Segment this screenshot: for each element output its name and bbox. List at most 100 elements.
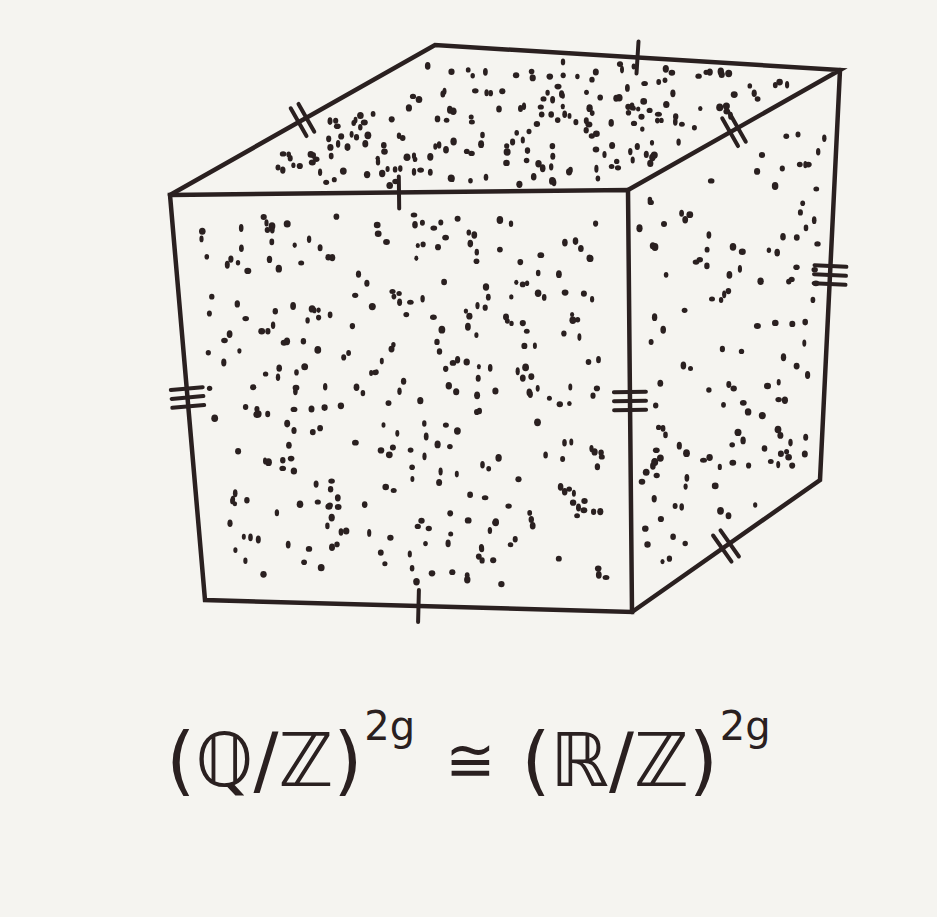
dot	[631, 121, 637, 126]
dot	[416, 96, 423, 103]
dot	[805, 371, 810, 379]
dot	[575, 74, 579, 79]
dot	[382, 484, 389, 490]
dot	[352, 440, 359, 446]
dot	[314, 346, 321, 354]
dot	[291, 163, 295, 169]
dot	[514, 280, 518, 285]
dot	[527, 129, 532, 135]
dot	[636, 106, 640, 111]
dot	[759, 412, 766, 419]
dot	[291, 407, 298, 412]
dot	[389, 116, 395, 122]
dot	[504, 148, 511, 155]
formula-term: (ℝ/ℤ)	[521, 717, 717, 803]
dot	[276, 165, 281, 171]
dot	[655, 112, 662, 117]
dot	[644, 151, 649, 158]
dot	[498, 581, 504, 587]
dot	[584, 90, 589, 95]
dot	[341, 354, 346, 360]
dot	[726, 512, 732, 519]
dot	[651, 458, 658, 466]
dot	[205, 254, 210, 260]
dot	[291, 467, 297, 474]
dot	[578, 245, 584, 252]
dot	[256, 536, 261, 544]
dot	[647, 108, 653, 113]
dot	[547, 74, 554, 80]
dot	[369, 303, 376, 310]
dot	[796, 131, 801, 137]
dot	[477, 408, 482, 414]
dot	[276, 373, 280, 381]
dot	[559, 90, 564, 98]
dot	[227, 330, 233, 338]
dot	[350, 323, 355, 329]
dot	[524, 329, 530, 334]
dot	[727, 271, 733, 279]
dot	[294, 369, 299, 375]
dot	[740, 437, 745, 445]
dot	[534, 121, 540, 127]
dot	[536, 270, 541, 277]
dot	[556, 556, 562, 562]
dot	[589, 445, 593, 452]
dot	[450, 138, 456, 146]
dot	[495, 454, 501, 462]
dot	[412, 153, 416, 160]
dot	[670, 89, 675, 97]
dot	[774, 249, 780, 257]
dot	[562, 290, 569, 296]
dot	[227, 520, 232, 528]
dot	[408, 550, 412, 557]
dot	[297, 163, 303, 169]
dot	[784, 449, 789, 454]
dot	[486, 466, 491, 471]
dot	[318, 564, 325, 571]
dot	[593, 147, 600, 153]
dot	[530, 522, 536, 530]
dot	[525, 280, 529, 286]
dot	[798, 209, 803, 215]
dot	[334, 214, 340, 220]
dot	[286, 442, 292, 449]
dot	[716, 104, 723, 112]
dot	[284, 420, 290, 428]
dot	[706, 454, 712, 461]
dot	[443, 88, 447, 95]
dot	[595, 463, 600, 470]
dot	[609, 142, 615, 149]
dot	[441, 279, 447, 285]
dot	[265, 328, 270, 335]
dot	[430, 225, 437, 230]
dot	[422, 420, 426, 427]
dot	[679, 210, 684, 217]
dot	[590, 393, 595, 399]
dot	[309, 305, 316, 312]
dot	[658, 516, 664, 522]
dot	[454, 427, 461, 434]
dot	[556, 270, 562, 278]
dot	[568, 384, 572, 391]
dot	[420, 295, 424, 302]
dot	[248, 534, 253, 542]
dot	[513, 72, 519, 78]
dot	[558, 483, 564, 491]
dot	[381, 142, 387, 149]
dot	[698, 106, 702, 111]
dot	[550, 153, 555, 160]
dot	[594, 165, 598, 173]
dot	[433, 143, 437, 149]
dot	[325, 523, 329, 530]
dot	[738, 265, 742, 273]
dot	[488, 364, 493, 372]
dot	[572, 490, 576, 497]
dot	[410, 565, 415, 572]
tick-mark	[416, 590, 421, 622]
dot	[357, 112, 364, 119]
dot	[275, 509, 279, 516]
dot	[635, 143, 640, 150]
dot	[740, 400, 747, 406]
dot	[663, 65, 669, 73]
